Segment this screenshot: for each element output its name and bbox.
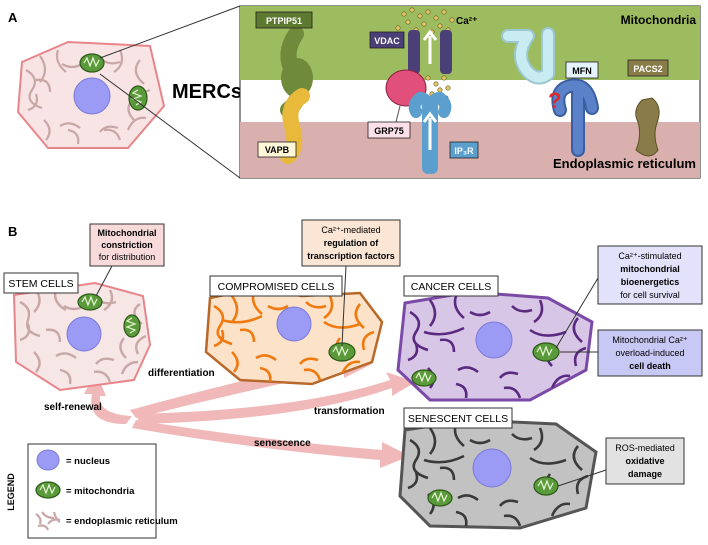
pacs2-protein: PACS2 (627, 59, 669, 157)
svg-text:for cell survival: for cell survival (620, 290, 680, 300)
compromised-note: Ca²⁺-mediated regulation of transcriptio… (301, 219, 401, 347)
svg-text:ROS-mediated: ROS-mediated (615, 443, 675, 453)
svg-text:Mitochondrial Ca²⁺: Mitochondrial Ca²⁺ (612, 335, 688, 345)
senescent-note: ROS-mediated oxidative damage (557, 437, 685, 487)
mitochondria-label: Mitochondria (621, 13, 697, 27)
stem-note: Mitochondrial constriction for distribut… (89, 223, 165, 297)
cancer-mito-1 (411, 369, 437, 387)
stem-mito-2 (123, 314, 141, 338)
panel-a-label: A (8, 10, 18, 25)
calcium-label: Ca²⁺ (456, 16, 477, 27)
senescent-mito-1 (427, 489, 453, 507)
svg-text:IP₃R: IP₃R (454, 146, 474, 156)
cancer-note-cell-death: Mitochondrial Ca²⁺ overload-induced cell… (560, 329, 703, 377)
self-renewal-label: self-renewal (44, 402, 102, 413)
er-label: Endoplasmic reticulum (553, 156, 696, 171)
svg-text:transcription factors: transcription factors (307, 251, 395, 261)
svg-text:VAPB: VAPB (265, 145, 290, 155)
stem-mito-1 (77, 293, 103, 311)
cancer-label-box (403, 275, 499, 297)
svg-text:overload-induced: overload-induced (615, 348, 684, 358)
vapb-protein: VAPB (257, 88, 310, 164)
stem-er-network (19, 289, 147, 385)
svg-text:Mitochondrial: Mitochondrial (98, 228, 157, 238)
legend-er-swatch (35, 511, 61, 531)
cancer-mito-2 (532, 342, 560, 362)
svg-text:PACS2: PACS2 (633, 64, 662, 74)
stem-cell (12, 281, 152, 392)
stem-nucleus (66, 316, 102, 352)
svg-text:bioenergetics: bioenergetics (621, 277, 680, 287)
legend-nucleus-swatch (36, 449, 60, 471)
mfn-protein: ? MFN (501, 27, 599, 157)
senescent-label-box (403, 407, 513, 429)
senescent-nucleus (472, 448, 512, 488)
small-cell-mito-2 (128, 85, 148, 111)
legend: LEGEND = nucleus = mitochondria = endopl… (6, 443, 178, 539)
stem-cells-label: STEM CELLS (8, 278, 73, 290)
small-cell-nucleus (73, 77, 111, 115)
merc-overview-cell (16, 40, 166, 149)
svg-text:constriction: constriction (101, 240, 153, 250)
svg-text:MFN: MFN (572, 66, 592, 76)
senescence-arrow (132, 420, 410, 468)
senescent-cells-label: SENESCENT CELLS (408, 413, 508, 425)
differentiation-label: differentiation (148, 368, 215, 379)
vdac-protein: VDAC (369, 29, 452, 74)
mfn-question-mark: ? (548, 88, 561, 113)
stem-label-box (3, 272, 79, 294)
compromised-label-box (209, 275, 343, 297)
svg-text:Ca²⁺-mediated: Ca²⁺-mediated (321, 225, 380, 235)
transformation-arrow (136, 372, 416, 424)
mitochondria-band (240, 6, 700, 80)
zoom-line-bottom (99, 73, 241, 179)
svg-text:VDAC: VDAC (374, 36, 400, 46)
legend-nucleus-label: = nucleus (66, 456, 110, 467)
legend-title: LEGEND (6, 473, 16, 511)
svg-text:for distribution: for distribution (99, 252, 156, 262)
svg-text:PTPIP51: PTPIP51 (266, 16, 302, 26)
cancer-cell (396, 290, 594, 402)
svg-text:mitochondrial: mitochondrial (620, 264, 680, 274)
compromised-cells-label: COMPROMISED CELLS (218, 281, 335, 293)
senescent-mito-2 (533, 476, 559, 496)
senescent-cell (398, 418, 598, 530)
cancer-note-bioenergetics: Ca²⁺-stimulated mitochondrial bioenerget… (555, 245, 703, 349)
small-cell-mito-1 (79, 53, 105, 73)
svg-text:GRP75: GRP75 (374, 126, 404, 136)
svg-text:cell death: cell death (629, 361, 671, 371)
compromised-cell (204, 286, 384, 386)
senescence-label: senescence (254, 438, 311, 449)
panel-b-label: B (8, 224, 17, 239)
ip3r-protein: IP₃R (408, 91, 479, 174)
legend-mito-label: = mitochondria (66, 486, 135, 497)
compromised-mito (328, 342, 356, 362)
svg-text:regulation of: regulation of (324, 238, 379, 248)
ptpip51-protein: PTPIP51 (255, 11, 313, 118)
compromised-nucleus (276, 306, 312, 342)
zoom-line-top (99, 5, 241, 59)
cancer-nucleus (475, 321, 513, 359)
legend-er-label: = endoplasmic reticulum (66, 516, 178, 527)
cancer-cells-label: CANCER CELLS (411, 281, 492, 293)
transformation-label: transformation (314, 406, 385, 417)
mercs-title: MERCs (172, 81, 242, 103)
svg-text:oxidative: oxidative (625, 456, 664, 466)
svg-text:damage: damage (628, 469, 662, 479)
svg-text:Ca²⁺-stimulated: Ca²⁺-stimulated (618, 251, 681, 261)
legend-mito-swatch (35, 481, 61, 499)
